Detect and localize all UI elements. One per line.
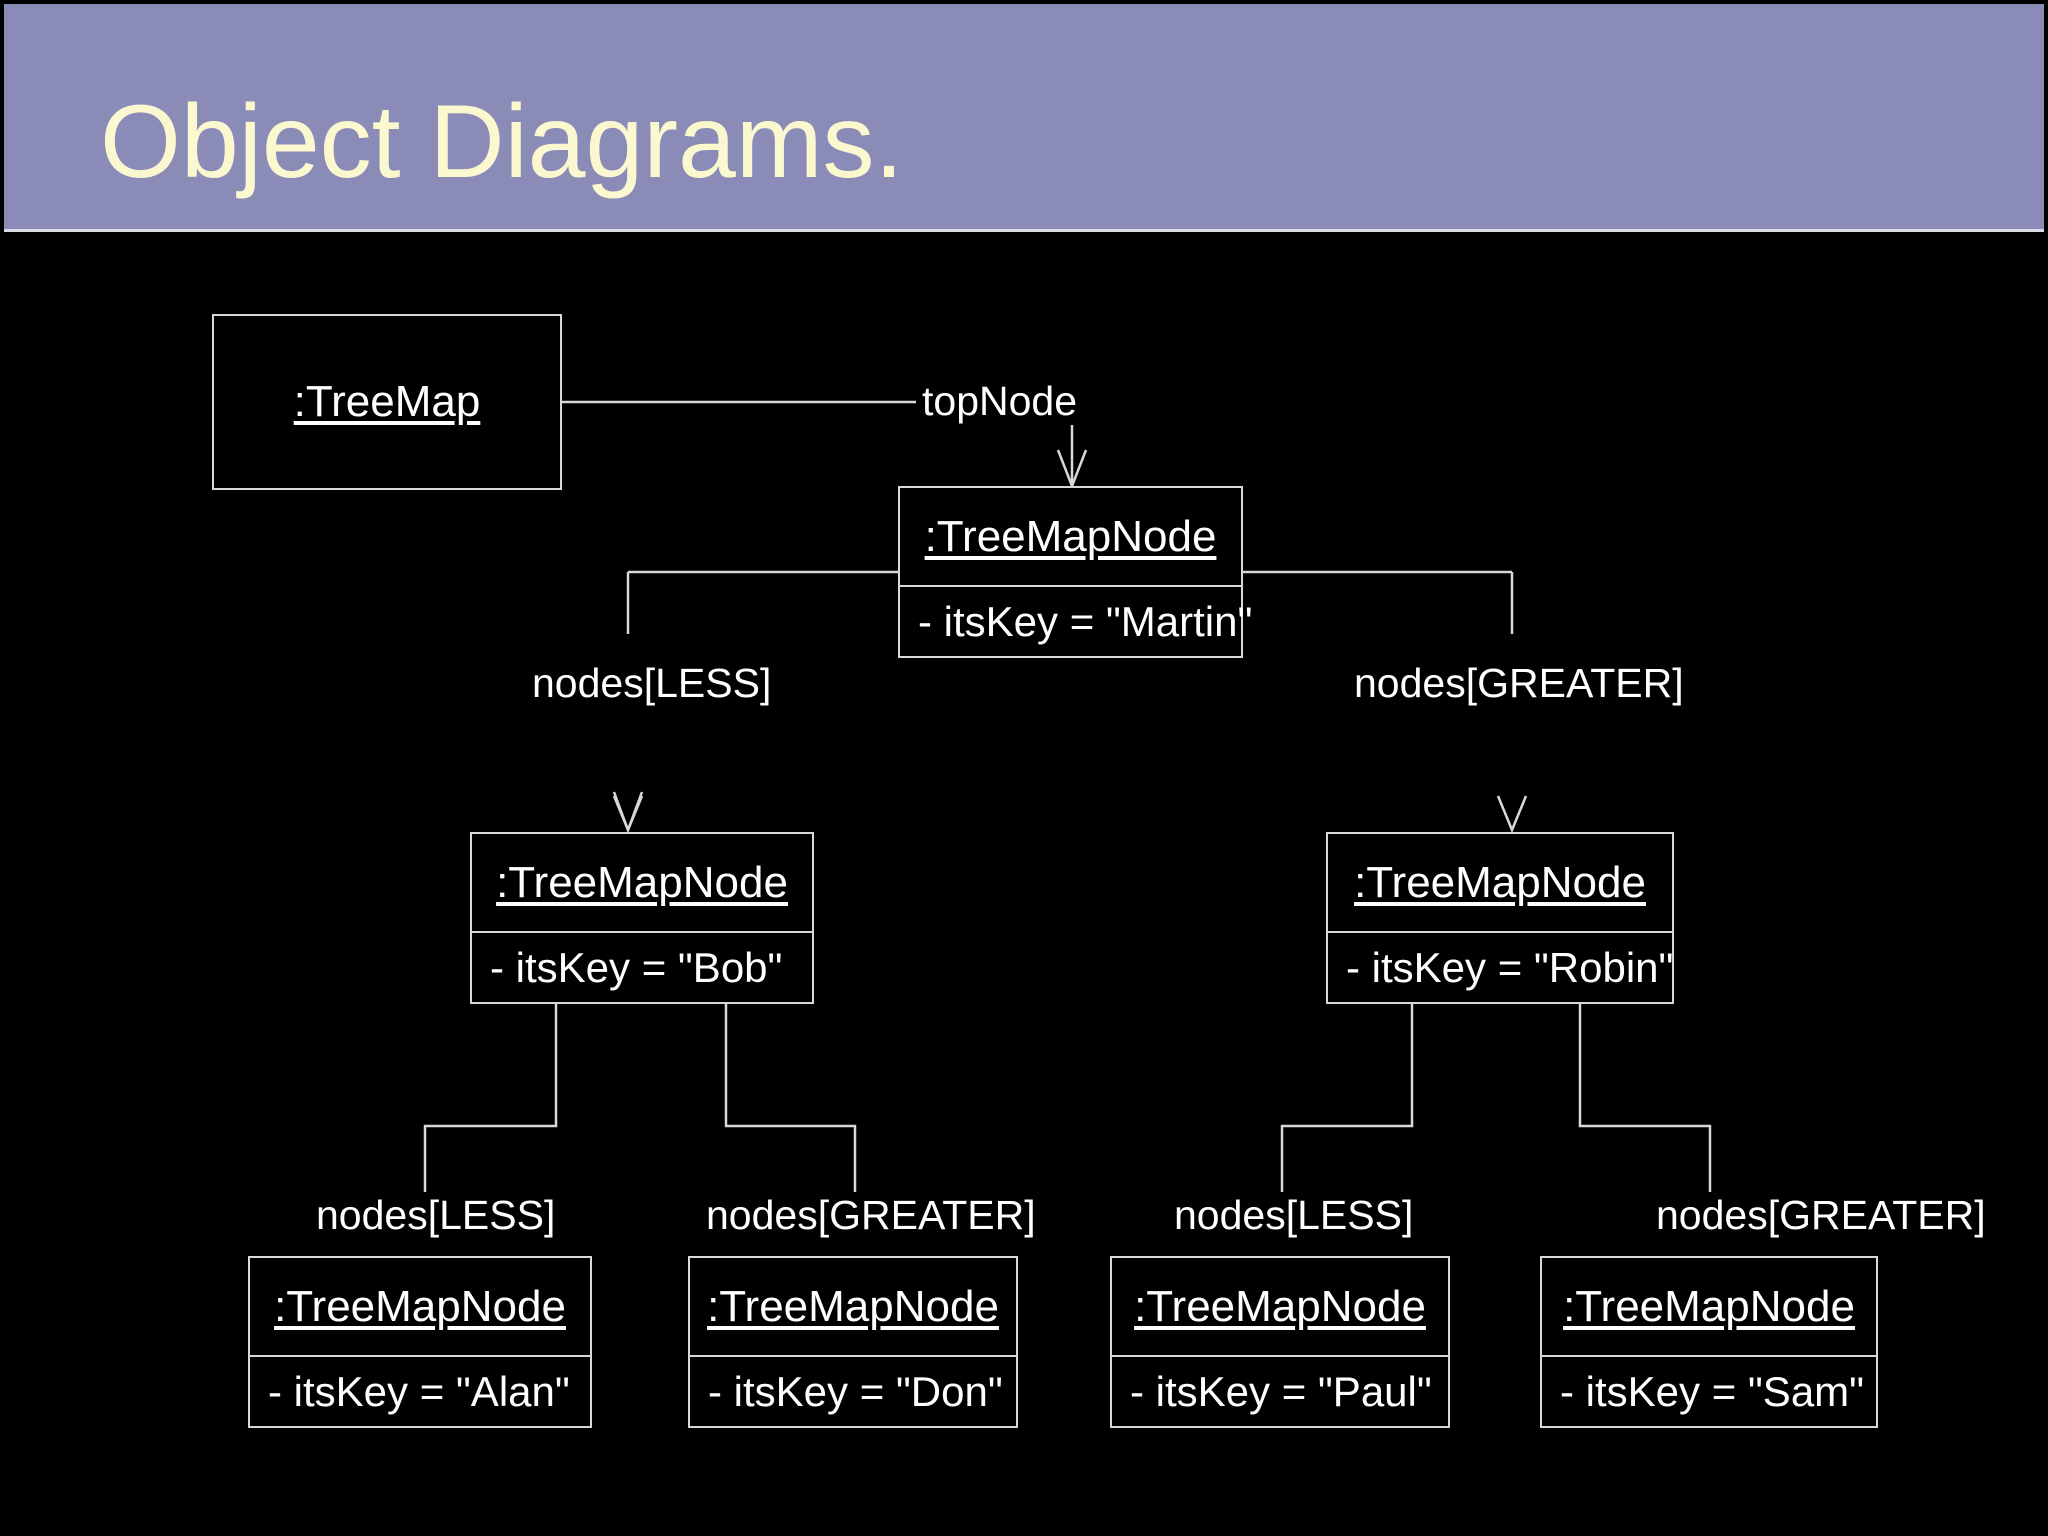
link-label-martin-greater: nodes[GREATER] <box>1348 660 1690 707</box>
object-attribute-martin: - itsKey = "Martin" <box>900 585 1252 656</box>
object-box-treemap[interactable]: :TreeMap <box>212 314 562 490</box>
object-box-sam[interactable]: :TreeMapNode - itsKey = "Sam" <box>1540 1256 1878 1428</box>
object-name-bob: :TreeMapNode <box>496 857 788 907</box>
object-name-alan: :TreeMapNode <box>274 1281 566 1331</box>
object-name-martin: :TreeMapNode <box>924 511 1217 561</box>
object-box-alan[interactable]: :TreeMapNode - itsKey = "Alan" <box>248 1256 592 1428</box>
object-diagram: topNode ---> Martin --> <box>0 236 2048 1536</box>
object-attribute-don: - itsKey = "Don" <box>690 1355 1016 1426</box>
object-box-robin[interactable]: :TreeMapNode - itsKey = "Robin" <box>1326 832 1674 1004</box>
object-name-don: :TreeMapNode <box>707 1281 999 1331</box>
object-attribute-sam: - itsKey = "Sam" <box>1542 1355 1876 1426</box>
link-label-bob-less: nodes[LESS] <box>310 1192 562 1239</box>
link-label-martin-less: nodes[LESS] <box>526 660 778 707</box>
wire-bob-less <box>423 1004 558 1198</box>
link-label-topnode: topNode <box>916 378 1084 425</box>
wire-robin-less <box>1280 1004 1414 1198</box>
link-label-bob-greater: nodes[GREATER] <box>700 1192 1042 1239</box>
object-attribute-robin: - itsKey = "Robin" <box>1328 931 1673 1002</box>
object-name-paul: :TreeMapNode <box>1134 1281 1426 1331</box>
wire-bob-greater <box>724 1004 857 1198</box>
page-title: Object Diagrams. <box>100 84 904 200</box>
object-attribute-alan: - itsKey = "Alan" <box>250 1355 590 1426</box>
object-box-paul[interactable]: :TreeMapNode - itsKey = "Paul" <box>1110 1256 1450 1428</box>
object-box-martin[interactable]: :TreeMapNode - itsKey = "Martin" <box>898 486 1252 658</box>
object-attribute-bob: - itsKey = "Bob" <box>472 931 812 1002</box>
arrow-bob-head-2 <box>612 791 644 834</box>
wire-robin-greater <box>1578 1004 1712 1198</box>
link-label-robin-greater: nodes[GREATER] <box>1650 1192 1992 1239</box>
object-name-sam: :TreeMapNode <box>1563 1281 1855 1331</box>
object-box-bob[interactable]: :TreeMapNode - itsKey = "Bob" <box>470 832 814 1004</box>
object-box-don[interactable]: :TreeMapNode - itsKey = "Don" <box>688 1256 1018 1428</box>
object-name-treemap: :TreeMap <box>293 377 481 426</box>
object-attribute-paul: - itsKey = "Paul" <box>1112 1355 1448 1426</box>
link-label-robin-less: nodes[LESS] <box>1168 1192 1420 1239</box>
slide-header-bar: Object Diagrams. <box>4 4 2044 232</box>
arrow-robin-head <box>1496 795 1528 834</box>
object-name-robin: :TreeMapNode <box>1354 857 1646 907</box>
